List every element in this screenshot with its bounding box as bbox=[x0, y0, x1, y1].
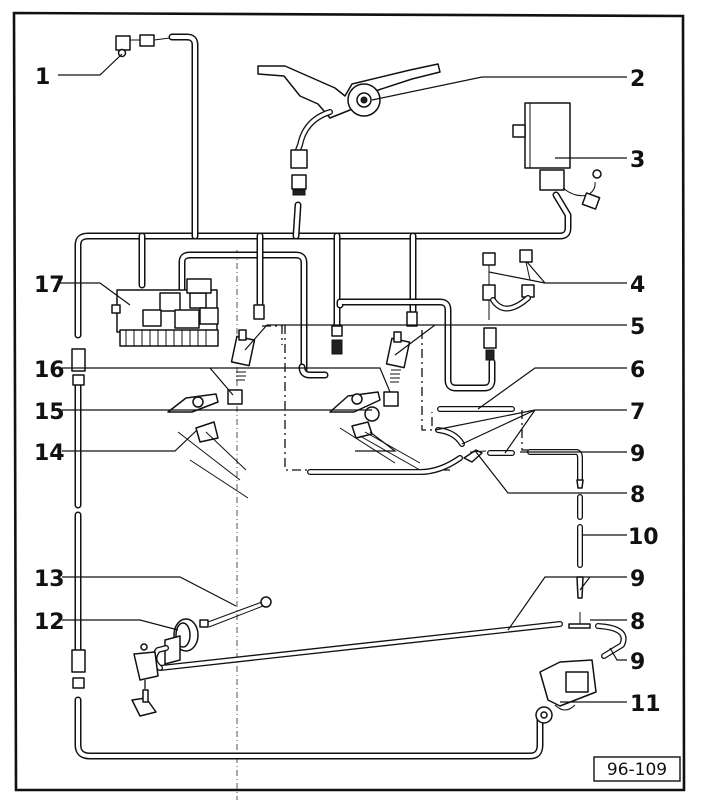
part-9-long-hose bbox=[157, 621, 563, 671]
part-mid-connector bbox=[331, 325, 343, 355]
callout-14: 14 bbox=[34, 441, 65, 466]
figure-reference-number: 96-109 bbox=[607, 760, 667, 780]
part-5-right-switch bbox=[385, 311, 418, 383]
callout-2: 2 bbox=[630, 67, 645, 92]
left-harness-connectors bbox=[71, 348, 86, 689]
part-13-cable bbox=[199, 596, 272, 628]
part-4-vacuum-valves bbox=[482, 249, 535, 361]
callout-3: 3 bbox=[630, 148, 645, 173]
part-5-left-switch bbox=[230, 304, 265, 381]
callout-8a: 8 bbox=[630, 483, 645, 508]
part-2-cruise-switch bbox=[257, 63, 441, 196]
callout-4: 4 bbox=[630, 273, 645, 298]
callout-6: 6 bbox=[630, 358, 645, 383]
callout-13: 13 bbox=[34, 567, 65, 592]
callout-10: 10 bbox=[628, 525, 659, 550]
diagram-frame bbox=[12, 11, 686, 792]
part-3-control-unit bbox=[512, 102, 602, 210]
callout-12: 12 bbox=[34, 610, 65, 635]
callout-7: 7 bbox=[630, 400, 645, 425]
part-17-relay-panel bbox=[111, 278, 219, 347]
part-12-servo bbox=[131, 618, 199, 717]
callout-5: 5 bbox=[630, 315, 645, 340]
part-15-pedal-brackets bbox=[167, 391, 381, 422]
leader-lines bbox=[58, 53, 627, 703]
dashed-routing-right bbox=[421, 330, 530, 451]
part-9-10-vertical-hose bbox=[527, 449, 584, 599]
part-11-vacuum-pump bbox=[535, 659, 597, 724]
part-8-t-piece-lower bbox=[568, 612, 591, 629]
callout-labels: 1 2 3 4 5 6 7 9 8 10 9 8 9 11 12 13 14 1… bbox=[34, 65, 661, 717]
wiring-harness bbox=[74, 33, 572, 760]
part-7-hoses bbox=[307, 427, 515, 475]
figure-reference-box: 96-109 bbox=[593, 756, 681, 782]
part-1-sender bbox=[115, 34, 171, 58]
callout-1: 1 bbox=[35, 65, 50, 90]
callout-9c: 9 bbox=[630, 650, 645, 675]
callout-17: 17 bbox=[34, 273, 65, 298]
callout-9b: 9 bbox=[630, 567, 645, 592]
callout-8b: 8 bbox=[630, 610, 645, 635]
dashed-routing-upper bbox=[262, 325, 283, 345]
callout-11: 11 bbox=[630, 692, 661, 717]
callout-9a: 9 bbox=[630, 442, 645, 467]
callout-15: 15 bbox=[34, 400, 65, 425]
part-14-pedal-arms bbox=[177, 421, 421, 499]
part-9-curved-hose bbox=[595, 623, 627, 659]
callout-16: 16 bbox=[34, 358, 65, 383]
